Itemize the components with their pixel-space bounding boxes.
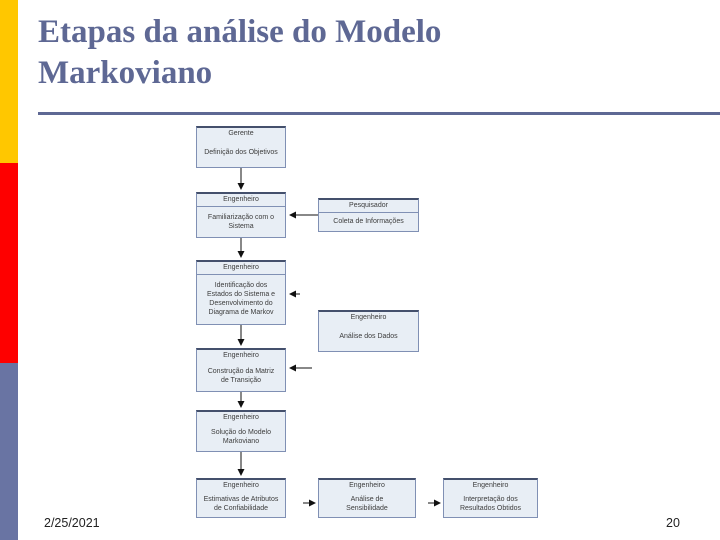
connector-identificacao-to-construcao <box>237 325 245 346</box>
flow-box-identificacao-estados: Engenheiro Identificação dos Estados do … <box>196 260 286 325</box>
connector-construcao-to-solucao <box>237 392 245 408</box>
actor-label: Engenheiro <box>223 482 259 489</box>
slide-title: Etapas da análise do Modelo Markoviano <box>38 14 442 91</box>
flow-box-estimativas-atributos: Engenheiro Estimativas de Atributos de C… <box>196 478 286 518</box>
task-label: Construção da Matriz de Transição <box>207 367 275 384</box>
flow-box-interpretacao-resultados: Engenheiro Interpretação dos Resultados … <box>443 478 538 518</box>
title-underline <box>38 112 720 115</box>
actor-label: Engenheiro <box>223 352 259 359</box>
connector-arrow-into-identificacao <box>289 290 300 298</box>
connector-gerente-to-familiarizacao <box>237 168 245 190</box>
connector-coleta-to-familiarizacao <box>289 211 318 219</box>
connector-sensibilidade-to-interpretacao <box>428 499 441 507</box>
connector-estimativas-to-sensibilidade <box>303 499 316 507</box>
accent-bar-yellow <box>0 0 18 163</box>
actor-label: Engenheiro <box>223 414 259 421</box>
actor-label: Engenheiro <box>472 482 509 489</box>
task-label: Interpretação dos Resultados Obtidos <box>459 495 522 512</box>
actor-label: Pesquisador <box>319 200 418 214</box>
actor-label: Engenheiro <box>350 314 387 321</box>
task-label: Análise dos Dados <box>339 333 398 341</box>
connector-analise-dados-to-construcao <box>289 364 312 372</box>
task-label: Coleta de Informações <box>333 218 404 226</box>
actor-label: Gerente <box>228 130 254 137</box>
task-label: Identificação dos Estados do Sistema e D… <box>206 282 276 317</box>
task-label: Definição dos Objetivos <box>204 149 278 157</box>
flow-box-definicao-objetivos: Gerente Definição dos Objetivos <box>196 126 286 168</box>
flow-box-analise-dados: Engenheiro Análise dos Dados <box>318 310 419 352</box>
flow-box-solucao-modelo: Engenheiro Solução do Modelo Markoviano <box>196 410 286 452</box>
actor-label: Engenheiro <box>197 194 285 208</box>
flow-box-analise-sensibilidade: Engenheiro Análise de Sensibilidade <box>318 478 416 518</box>
slide-date: 2/25/2021 <box>44 516 100 530</box>
connector-familiarizacao-to-identificacao <box>237 238 245 258</box>
accent-bar-slate <box>0 363 18 540</box>
flow-box-familiarizacao: Engenheiro Familiarização com o Sistema <box>196 192 286 238</box>
connector-solucao-to-estimativas <box>237 452 245 476</box>
actor-label: Engenheiro <box>197 262 285 276</box>
task-label: Estimativas de Atributos de Confiabilida… <box>203 495 279 512</box>
flow-box-coleta-informacoes: Pesquisador Coleta de Informações <box>318 198 419 232</box>
accent-bar-red <box>0 163 18 363</box>
task-label: Análise de Sensibilidade <box>346 495 388 512</box>
page-number: 20 <box>666 516 680 530</box>
actor-label: Engenheiro <box>349 482 385 489</box>
flow-box-construcao-matriz: Engenheiro Construção da Matriz de Trans… <box>196 348 286 392</box>
task-label: Familiarização com o Sistema <box>207 213 275 230</box>
task-label: Solução do Modelo Markoviano <box>211 428 271 445</box>
